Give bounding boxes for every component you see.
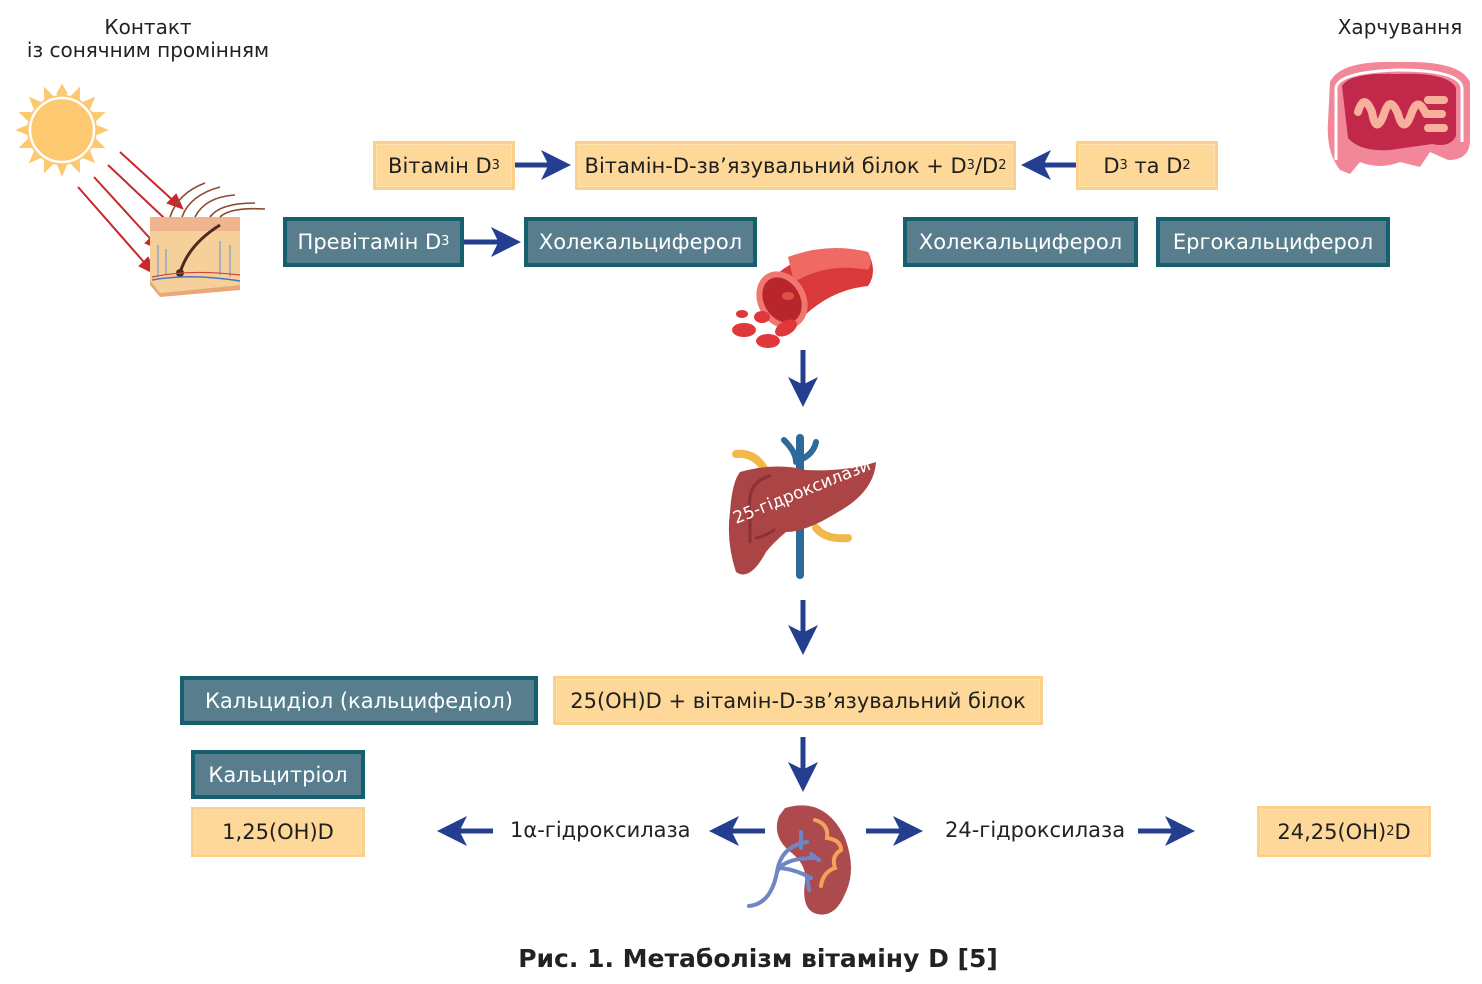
calcidiol-box: Кальцидіол (кальцифедіол) (180, 676, 538, 725)
sun-exposure-label: Контакт із сонячним промінням (0, 16, 296, 62)
calcitriol-box: Кальцитріол (191, 750, 365, 799)
binding-protein-text: Вітамін-D-зв’язувальний білок + D (584, 153, 967, 178)
cholecalciferol-box-right: Холекальциферол (903, 217, 1138, 267)
1-alpha-hydroxylase-label: 1α-гідроксилаза (510, 818, 691, 842)
product-text-end: D (1394, 819, 1411, 844)
skin-icon (77, 151, 266, 297)
sun-ray (56, 83, 68, 98)
sun-ray (28, 96, 44, 112)
sun-ray (80, 148, 96, 164)
sun-ray (56, 162, 68, 177)
kidney-icon (747, 805, 851, 915)
blood-vessel-icon (732, 248, 873, 348)
25ohd-complex-box: 25(OH)D + вітамін-D-зв’язувальний білок (553, 676, 1043, 725)
intestine-icon (1327, 61, 1470, 175)
calcitriol-formula-box: 1,25(OH)D (191, 807, 365, 857)
sun-label-line1: Контакт (104, 15, 192, 39)
sun-ray (94, 124, 109, 136)
product-text: 24,25(OH) (1277, 819, 1387, 844)
sun-ray (28, 148, 44, 164)
liver-icon: 25-гідроксилази (728, 434, 876, 579)
24-hydroxylase-label: 24-гідроксилаза (945, 818, 1126, 842)
binding-protein-text-mid: /D (974, 153, 999, 178)
ergocalciferol-box: Ергокальциферол (1156, 217, 1390, 267)
cholecalciferol-box-left: Холекальциферол (524, 217, 757, 267)
vitamin-d3-text: Вітамін D (388, 153, 492, 178)
d3-text: D (1103, 153, 1120, 178)
figure-caption: Рис. 1. Метаболізм вітаміну D [5] (518, 944, 998, 973)
previtamin-text: Превітамін D (297, 230, 442, 254)
sun-ray (80, 96, 96, 112)
sun-icon (15, 83, 109, 177)
d2-text: та D (1127, 153, 1183, 178)
nutrition-label: Харчування (1337, 15, 1463, 39)
sun-label-line2: із сонячним промінням (26, 38, 270, 62)
sun-ray (15, 124, 30, 136)
